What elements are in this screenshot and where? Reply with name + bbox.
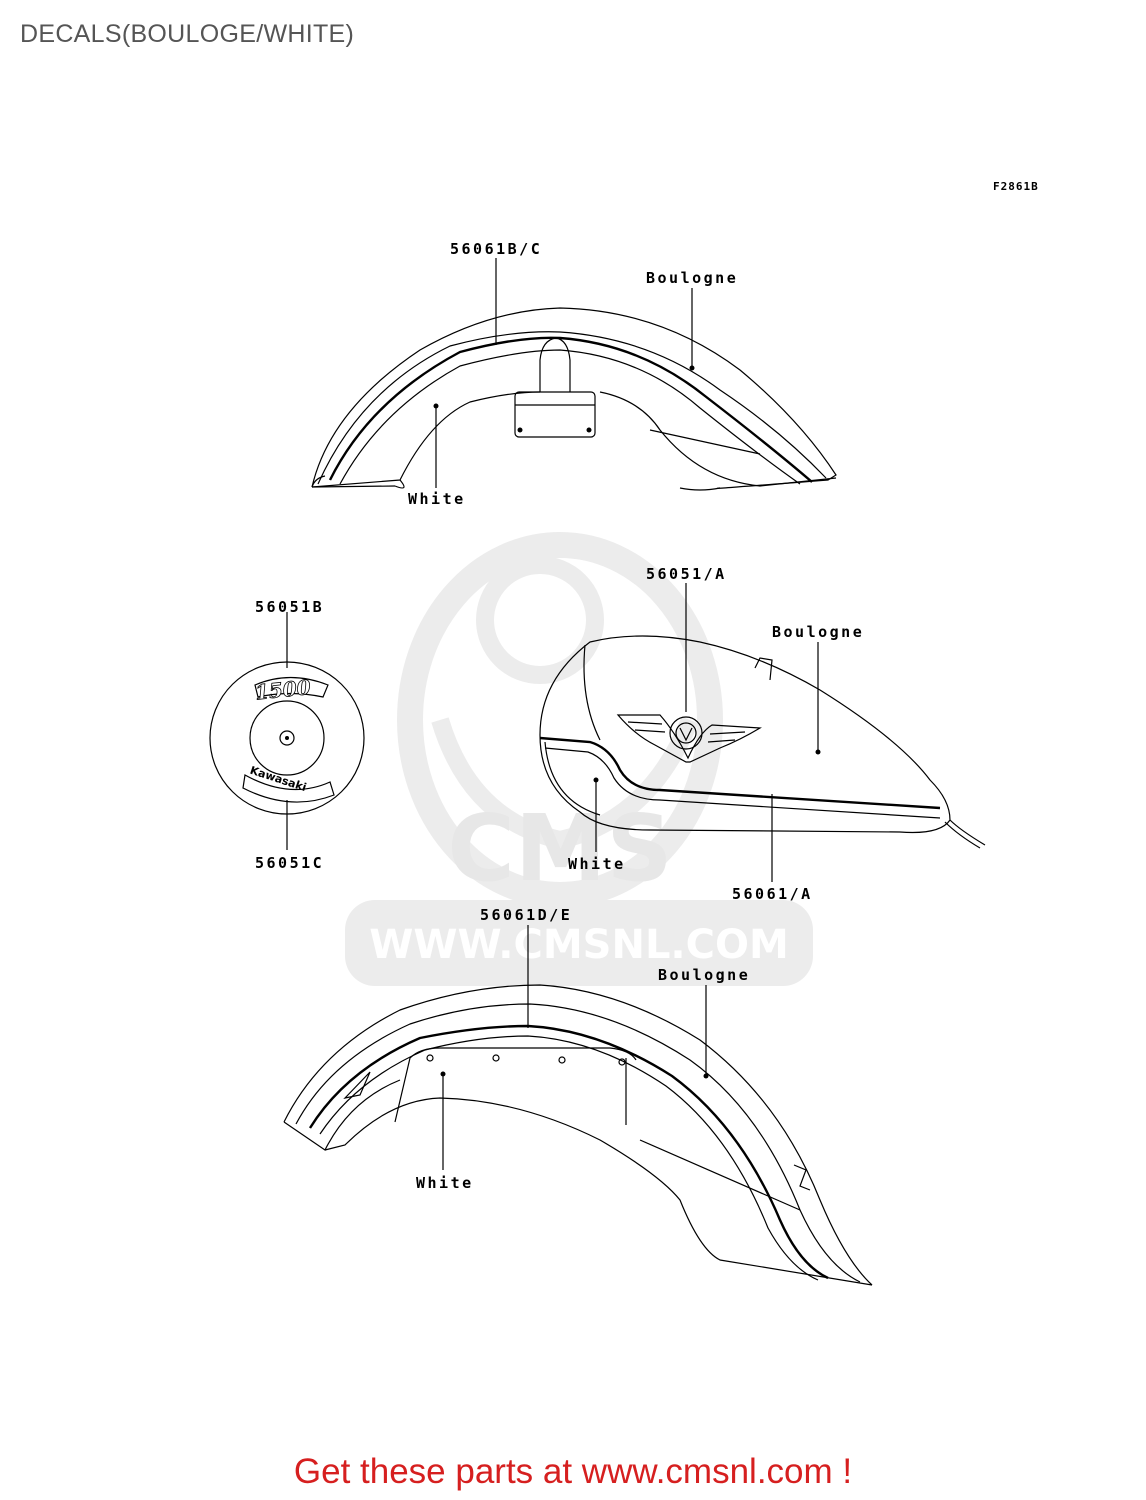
fuel-tank-color-bottom: White	[568, 855, 626, 873]
rear-fender-part-label: 56061D/E	[480, 906, 572, 924]
rear-fender-color-bottom: White	[416, 1174, 474, 1192]
front-fender-drawing	[311, 258, 837, 491]
side-cover-part-bottom: 56051C	[255, 854, 324, 872]
front-fender-color-bottom: White	[408, 490, 466, 508]
front-fender-part-label: 56061B/C	[450, 240, 542, 258]
watermark-letters: CMS	[447, 795, 672, 902]
side-cover-emblem-number: 1500	[254, 675, 312, 705]
fuel-tank-part-emblem: 56051/A	[646, 565, 727, 583]
fuel-tank-color-top: Boulogne	[772, 623, 864, 641]
rear-fender-color-top: Boulogne	[658, 966, 750, 984]
promo-link[interactable]: Get these parts at www.cmsnl.com !	[293, 1452, 853, 1491]
side-cover-emblem-brand: Kawasaki	[248, 764, 308, 794]
front-fender-color-top: Boulogne	[646, 269, 738, 287]
side-cover-part-top: 56051B	[255, 598, 324, 616]
watermark: CMS WWW.CMSNL.COM	[345, 532, 813, 986]
side-cover-drawing	[209, 612, 365, 850]
figure-code: F2861B	[993, 180, 1039, 193]
fuel-tank-part-stripe: 56061/A	[732, 885, 813, 903]
page-title: DECALS(BOULOGE/WHITE)	[20, 20, 355, 48]
rear-fender-drawing	[283, 925, 873, 1286]
fuel-tank-drawing	[539, 583, 986, 882]
watermark-url: WWW.CMSNL.COM	[369, 922, 789, 968]
